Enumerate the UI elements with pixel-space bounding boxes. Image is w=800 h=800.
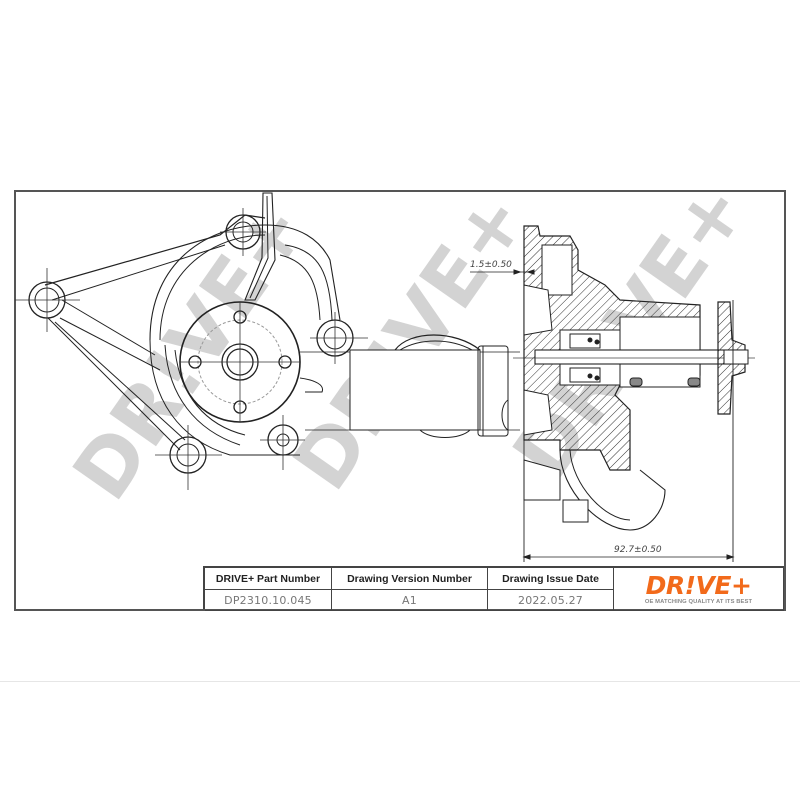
svg-text:DR!VE+: DR!VE+ — [57, 186, 325, 516]
page-separator-line — [0, 681, 800, 682]
logo-wordmark: DR!VE+ — [645, 570, 752, 600]
header-issue-date: Drawing Issue Date — [488, 568, 614, 590]
dimension-overall-length: 92.7±0.50 — [614, 545, 662, 555]
header-version-number: Drawing Version Number — [332, 568, 488, 590]
section-view — [470, 225, 755, 562]
dimension-flange-offset: 1.5±0.50 — [470, 260, 512, 270]
outlet-pipe-view — [349, 334, 509, 438]
value-version-number: A1 — [332, 590, 488, 611]
watermark-left: DR!VE+ — [57, 186, 325, 516]
value-issue-date: 2022.05.27 — [488, 590, 614, 611]
front-view — [15, 192, 520, 490]
logo-tagline: OE MATCHING QUALITY AT ITS BEST — [644, 598, 753, 605]
title-block: DRIVE+ Part Number Drawing Version Numbe… — [203, 566, 784, 611]
value-part-number: DP2310.10.045 — [205, 590, 332, 611]
brand-logo: DR!VE+ OE MATCHING QUALITY AT ITS BEST — [614, 568, 784, 611]
header-part-number: DRIVE+ Part Number — [205, 568, 332, 590]
